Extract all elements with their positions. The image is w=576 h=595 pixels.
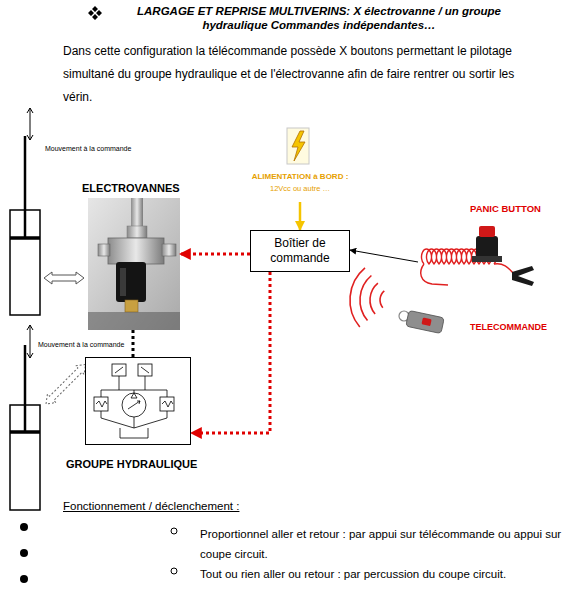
pump-symbol [122, 393, 146, 417]
cylinder-body [10, 210, 40, 315]
solenoid-coil [116, 262, 146, 302]
fitting [127, 226, 147, 238]
movement-arrow [30, 108, 31, 140]
movement-label: Mouvement à la commande [38, 341, 124, 348]
command-line [191, 272, 270, 433]
hollow-arrow-shape [42, 360, 90, 408]
list-item: Proportionnel aller et retour : par appu… [200, 524, 572, 564]
wave [370, 283, 378, 314]
relief-valve [160, 397, 174, 411]
valve-arrows [115, 367, 149, 373]
hydraulic-unit: GROUPE HYDRAULIQUE [85, 357, 191, 445]
page-title: LARGAGE ET REPRISE MULTIVERINS: X électr… [104, 4, 534, 32]
pipe-lines [119, 376, 145, 393]
coil-highlight [120, 268, 126, 296]
pump-arrows [128, 393, 140, 409]
power-icon [287, 128, 309, 164]
port [98, 244, 110, 256]
cylinder-bottom [10, 325, 40, 510]
power-supply: ALIMENTATION à BORD : 12Vcc ou autre … [240, 126, 360, 202]
photo-background [88, 198, 180, 330]
radio-waves [350, 268, 384, 327]
power-arrow [299, 202, 302, 230]
remote-body [406, 310, 445, 333]
nut [125, 300, 138, 312]
list-item: Tout ou rien aller ou retour : par percu… [200, 564, 572, 584]
node-heading: TELECOMMANDE [470, 322, 547, 332]
remote-button [421, 317, 431, 326]
hydraulic-schematic [94, 364, 174, 438]
cylinder-rod-inner [24, 210, 27, 238]
dot [20, 549, 28, 557]
piston [10, 430, 40, 434]
cylinder-top [10, 108, 40, 315]
bullet-shape [88, 6, 102, 20]
switch-cap [479, 226, 495, 237]
relief-valve [94, 397, 108, 411]
valve-link [132, 330, 135, 357]
cord [494, 264, 514, 274]
cylinder-rod [24, 345, 27, 432]
node-heading: ALIMENTATION à BORD : [240, 172, 360, 181]
list-bullet [171, 528, 177, 534]
port [162, 244, 176, 256]
switch-base [472, 256, 502, 262]
dashed-double-arrow [42, 360, 90, 408]
dot [20, 575, 28, 583]
pipe-lines [101, 390, 167, 418]
spring-symbol [162, 401, 173, 407]
intro-paragraph: Dans cette configuration la télécommande… [63, 40, 545, 109]
hollow-double-arrow [44, 272, 84, 284]
arrow-heads [27, 108, 33, 140]
wave [350, 268, 365, 327]
icon-frame [287, 128, 309, 164]
list-bullet [171, 568, 177, 574]
cylinder-rod [24, 136, 27, 238]
panic-button: PANIC BUTTON [412, 200, 562, 292]
solenoid-valve: ELECTROVANNES [88, 198, 180, 330]
remote-image [399, 310, 444, 333]
spring-symbol [96, 401, 107, 407]
tank-symbol [120, 428, 148, 438]
photo-shadow [88, 312, 180, 330]
return-lines [101, 417, 167, 428]
section-heading: Fonctionnement / déclenchement : [63, 500, 239, 512]
signal-line [350, 250, 418, 262]
cord [421, 264, 448, 285]
continuation-dots [20, 523, 28, 583]
panic-button-image [421, 226, 534, 286]
valve-body [108, 238, 164, 264]
node-heading: PANIC BUTTON [470, 203, 541, 214]
cylinder-body [10, 405, 40, 510]
control-box: Boîtier de commande [250, 230, 350, 272]
movement-label: Mouvement à la commande [45, 145, 131, 152]
remote-body-group [406, 310, 445, 333]
title-bullet [88, 6, 102, 20]
node-body: 12Vcc ou autre … [240, 184, 360, 193]
movement-arrow [30, 325, 31, 358]
command-line [180, 253, 250, 256]
cylinder-rod-inner [24, 405, 27, 432]
wave [360, 276, 371, 321]
clip [512, 266, 534, 286]
wave [380, 291, 384, 308]
arrow-heads [27, 325, 33, 358]
solenoid-valve-photo [88, 198, 180, 330]
lightning-bolt [292, 131, 305, 161]
dot [20, 523, 28, 531]
node-heading: GROUPE HYDRAULIQUE [66, 458, 197, 470]
node-label: Boîtier de commande [251, 236, 349, 266]
node-heading: ELECTROVANNES [82, 182, 180, 194]
piston [10, 236, 40, 240]
remote-control: TELECOMMANDE [398, 306, 548, 340]
